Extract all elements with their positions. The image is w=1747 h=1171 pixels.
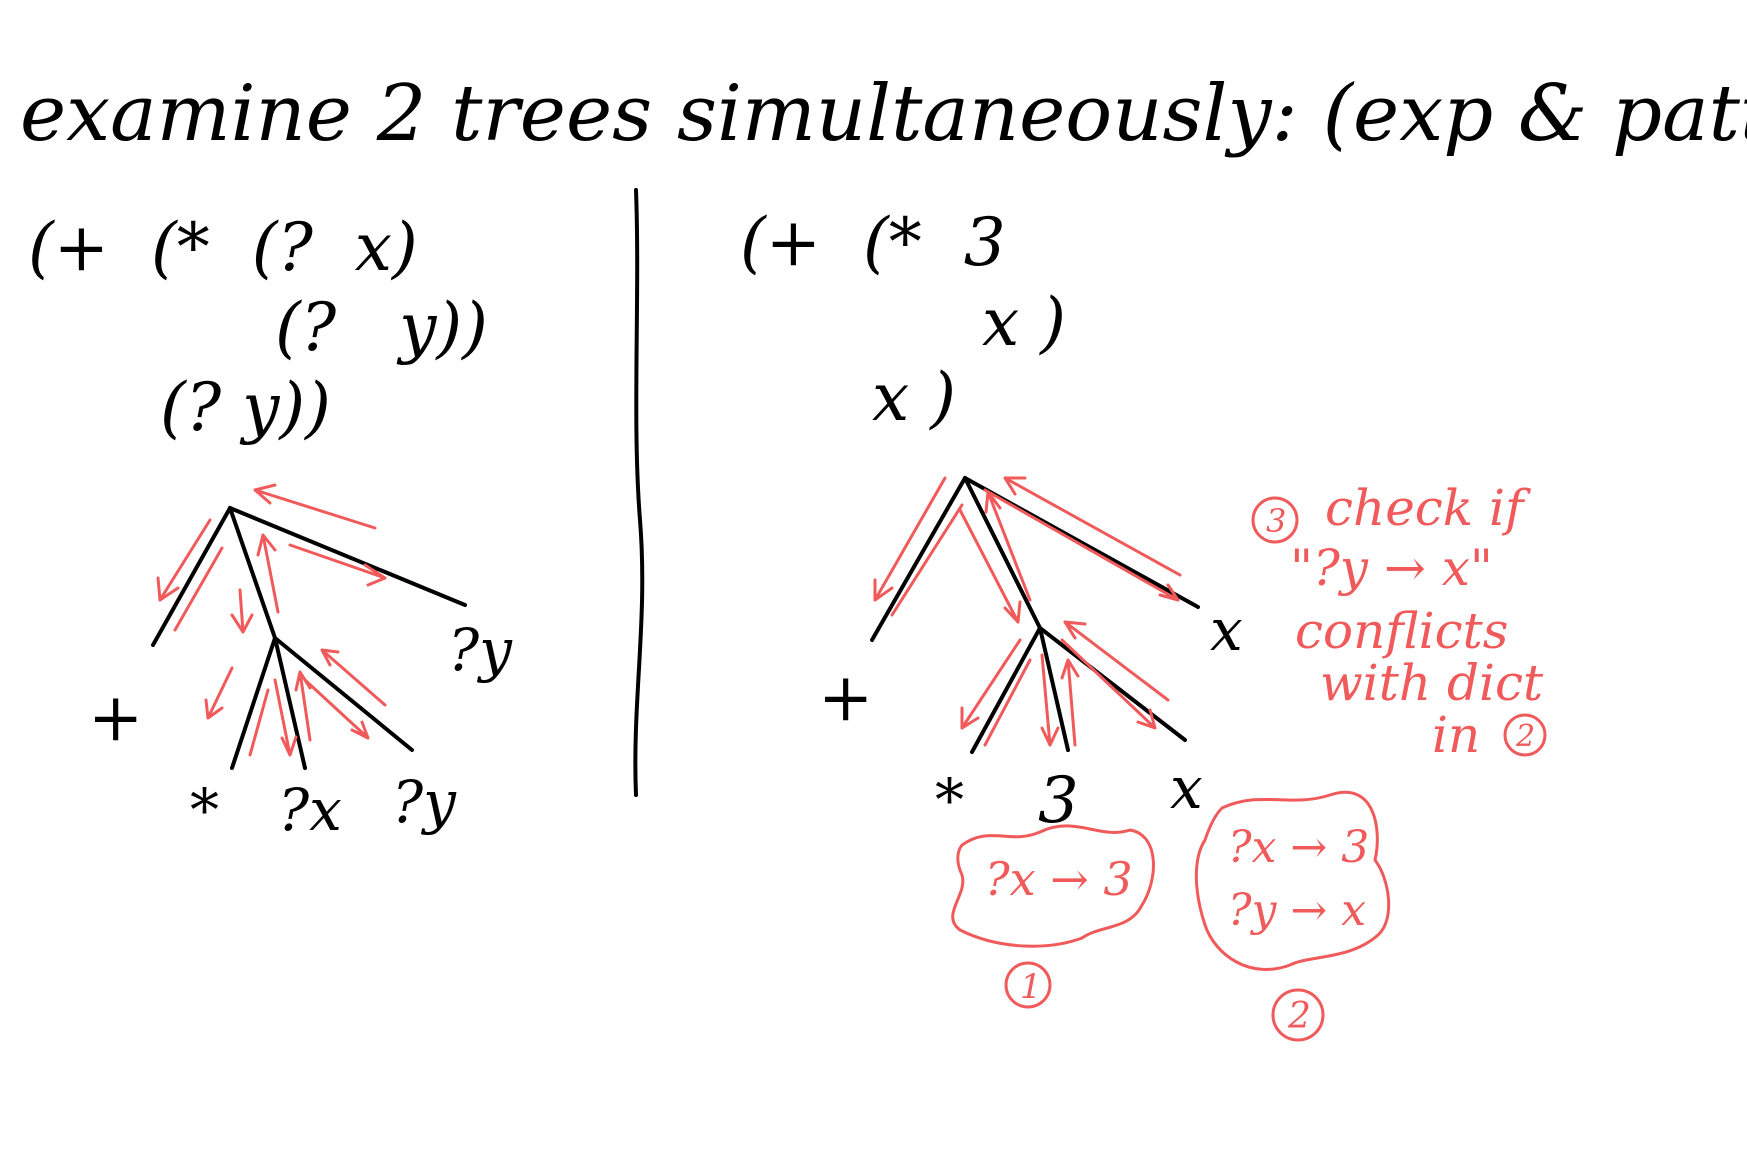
- conflict-note: 3 check if "?y → x" conflicts with dict …: [1251, 479, 1547, 764]
- left-tree-labels: + * ?x ?y ?y: [88, 616, 513, 844]
- right-node-x-outer: x: [1210, 596, 1243, 664]
- dict-bubble-1: ?x → 3 1: [951, 824, 1155, 1009]
- left-edge-mid-qx: [273, 636, 307, 770]
- dict-bubble-1-outline: [951, 824, 1155, 948]
- right-edge-mid-mul: [970, 626, 1042, 754]
- note-line-1: check if: [1325, 479, 1531, 537]
- right-traversal-arrows: [873, 476, 1182, 747]
- left-code: (+ (* (? x) (? y)) (? y)): [28, 209, 488, 446]
- right-node-plus: +: [818, 659, 873, 736]
- right-arrow-11: [1060, 638, 1157, 730]
- left-edge-root-plus: [151, 506, 232, 647]
- left-edge-mid-mul: [230, 636, 277, 770]
- right-edge-root-mid: [963, 476, 1042, 630]
- left-arrow-1: [156, 518, 212, 602]
- step-2-label: 2: [1287, 996, 1311, 1037]
- left-node-qy-inner: ?y: [392, 768, 457, 836]
- step-3-label: 3: [1266, 502, 1286, 540]
- note-line-4: with dict: [1320, 654, 1544, 712]
- left-edge-root-mid: [228, 506, 277, 640]
- left-arrow-11: [303, 678, 370, 740]
- step-1-circle: [1004, 961, 1052, 1009]
- right-arrow-2: [890, 503, 964, 617]
- left-node-mul: *: [190, 776, 219, 844]
- left-tree-edges: [151, 506, 467, 770]
- left-arrow-5: [253, 483, 377, 530]
- left-code-line-3: (? y)): [160, 369, 331, 446]
- dict-bubble-1-line-1: ?x → 3: [985, 852, 1133, 906]
- note-line-5: in: [1432, 706, 1480, 764]
- right-node-x-inner: x: [1170, 754, 1203, 822]
- left-arrow-3: [230, 588, 254, 634]
- left-edge-mid-qy: [273, 636, 414, 752]
- step-1-label: 1: [1020, 967, 1042, 1007]
- page-title: examine 2 trees simultaneously: (exp & p…: [20, 69, 1747, 159]
- step-ref-label: 2: [1515, 719, 1535, 754]
- right-code-line-1: (+ (* 3: [740, 204, 1006, 281]
- left-traversal-arrows: [156, 483, 387, 757]
- left-edge-root-qy: [228, 506, 467, 607]
- right-arrow-3: [958, 508, 1022, 624]
- left-node-qy-outer: ?y: [448, 616, 513, 684]
- right-code: (+ (* 3 x ) x ): [740, 204, 1066, 436]
- right-arrow-7: [960, 638, 1022, 730]
- right-arrow-10: [1060, 658, 1080, 747]
- divider-line: [633, 188, 645, 797]
- dict-bubble-2: ?x → 3 ?y → x 2: [1194, 791, 1391, 1042]
- dict-bubble-2-line-1: ?x → 3: [1228, 822, 1369, 873]
- left-arrow-12: [320, 648, 387, 707]
- right-arrow-6: [1003, 476, 1182, 577]
- dict-bubble-2-outline: [1194, 791, 1391, 971]
- left-code-line-2: (? y)): [275, 289, 488, 366]
- left-arrow-9: [273, 678, 298, 757]
- left-arrow-2: [173, 546, 224, 632]
- right-edge-root-plus: [870, 476, 967, 642]
- right-arrow-5: [983, 488, 1180, 602]
- left-arrow-8: [248, 688, 270, 757]
- left-arrow-6: [288, 543, 387, 587]
- right-edge-mid-three: [1038, 626, 1070, 752]
- step-ref-circle: [1503, 713, 1547, 757]
- right-arrow-9: [1040, 653, 1060, 747]
- left-node-qx: ?x: [278, 776, 342, 844]
- note-line-3: conflicts: [1295, 602, 1508, 660]
- right-tree-labels: + * 3 x x: [818, 596, 1243, 838]
- note-line-2: "?y → x": [1290, 539, 1493, 597]
- right-arrow-8: [983, 658, 1032, 747]
- right-arrow-1: [873, 476, 947, 602]
- right-code-line-3: x ): [872, 359, 956, 436]
- left-node-plus: +: [88, 679, 143, 756]
- step-2-circle: [1271, 988, 1325, 1042]
- right-arrow-4: [984, 490, 1032, 602]
- step-3-circle: [1251, 496, 1299, 544]
- left-code-line-1: (+ (* (? x): [28, 209, 418, 286]
- left-arrow-7: [204, 666, 234, 720]
- right-edge-mid-x: [1038, 626, 1187, 742]
- right-code-line-2: x ): [982, 284, 1066, 361]
- dict-bubble-2-line-2: ?y → x: [1228, 885, 1366, 936]
- right-node-mul: *: [935, 766, 964, 834]
- left-arrow-4: [256, 533, 280, 614]
- right-arrow-12: [1063, 620, 1170, 702]
